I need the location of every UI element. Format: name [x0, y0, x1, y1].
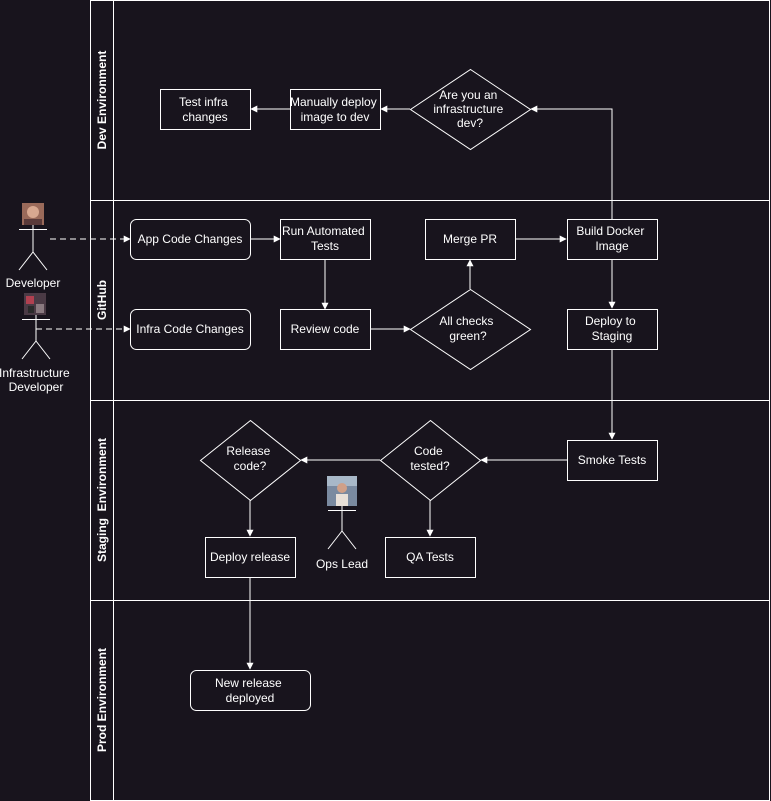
infra-developer-avatar — [24, 293, 46, 315]
node-app-code-changes-label: App Code Changes — [138, 232, 243, 246]
actor-ops-lead: Ops Lead — [316, 476, 368, 571]
actor-developer-label: Developer — [6, 276, 61, 290]
node-smoke-tests-label: Smoke Tests — [578, 453, 646, 467]
node-code-tested-label: Code tested? — [410, 444, 450, 473]
connectors — [36, 105, 616, 670]
node-merge-pr-label: Merge PR — [443, 232, 497, 246]
node-manual-deploy-label: Manually deploy image to dev — [290, 95, 380, 124]
node-infra-dev-question-diamond[interactable] — [409, 68, 532, 151]
lane-label-dev: Dev Environment — [95, 51, 109, 150]
node-merge-pr-box[interactable] — [425, 219, 516, 260]
node-app-code-changes-box[interactable] — [130, 219, 251, 260]
node-all-checks-label: All checks green? — [439, 314, 496, 343]
node-manual-deploy-box[interactable] — [290, 89, 381, 130]
node-deploy-staging-box[interactable] — [567, 309, 658, 350]
node-deploy-release-label: Deploy release — [210, 550, 290, 564]
node-review-code-label: Review code — [291, 322, 360, 336]
actor-developer: Developer — [6, 203, 61, 290]
node-release-code-diamond[interactable] — [199, 419, 302, 502]
node-infra-dev-question-label: Are you an infrastructure dev? — [433, 88, 506, 130]
node-code-tested-diamond[interactable] — [379, 419, 482, 502]
node-review-code-box[interactable] — [280, 309, 371, 350]
ops-lead-avatar — [327, 476, 357, 506]
node-all-checks-diamond[interactable] — [409, 288, 532, 371]
actor-ops-lead-label: Ops Lead — [316, 557, 368, 571]
infra-developer-stick-figure — [21, 315, 51, 360]
node-infra-code-changes-box[interactable] — [130, 309, 251, 350]
lane-label-staging: Staging Environment — [95, 438, 109, 562]
actor-infra-developer: Infrastructure Developer — [0, 293, 73, 394]
developer-avatar — [22, 203, 44, 225]
edge-build-to-infra-question — [530, 105, 613, 219]
ops-lead-stick-figure — [327, 506, 357, 550]
developer-stick-figure — [18, 225, 48, 271]
node-test-infra-label: Test infra changes — [179, 95, 231, 124]
node-smoke-tests-box[interactable] — [567, 440, 658, 481]
node-shapes — [130, 68, 658, 711]
node-qa-tests-box[interactable] — [385, 537, 476, 578]
lane-label-github: GitHub — [95, 280, 109, 320]
node-new-release-label: New release deployed — [215, 676, 285, 705]
node-run-tests-label: Run Automated Tests — [282, 224, 368, 253]
node-infra-code-changes-label: Infra Code Changes — [136, 322, 243, 336]
node-deploy-staging-label: Deploy to Staging — [585, 314, 639, 343]
node-new-release-box[interactable] — [190, 670, 311, 711]
node-build-docker-box[interactable] — [567, 219, 658, 260]
actor-infra-developer-label: Infrastructure Developer — [0, 366, 73, 394]
node-qa-tests-label: QA Tests — [406, 550, 454, 564]
node-labels: Test infra changes Manually deploy image… — [136, 88, 647, 705]
node-deploy-release-box[interactable] — [205, 537, 296, 578]
node-build-docker-label: Build Docker Image — [576, 224, 647, 253]
lane-label-prod: Prod Environment — [95, 648, 109, 752]
node-test-infra-box[interactable] — [160, 89, 251, 130]
node-run-tests-box[interactable] — [280, 219, 371, 260]
node-release-code-label: Release code? — [226, 444, 273, 473]
